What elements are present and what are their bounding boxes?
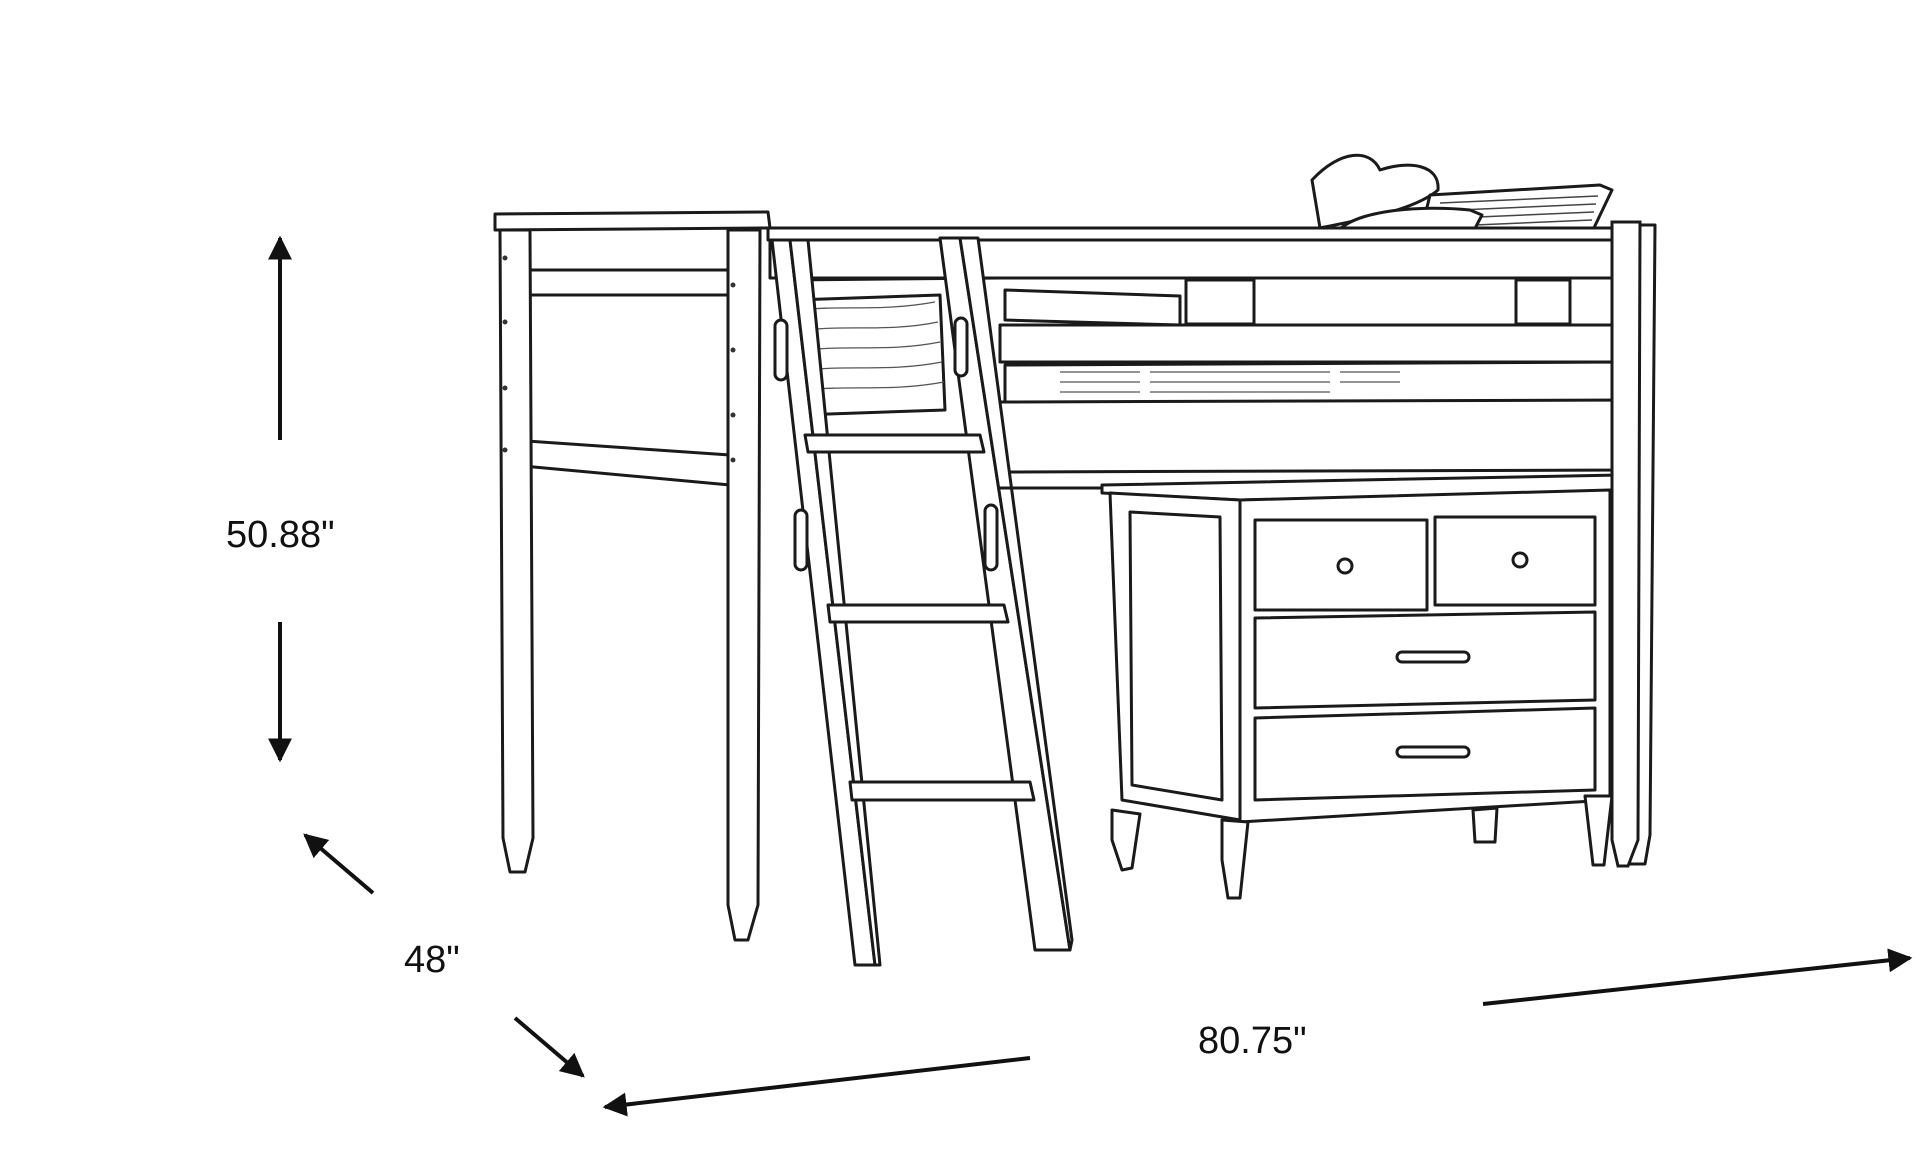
mattress-stripes <box>1060 371 1400 393</box>
ladder-rung <box>803 433 986 454</box>
drawer-pull-icon <box>1395 745 1471 759</box>
back-guard-rail-bottom <box>998 323 1630 364</box>
knob-icon <box>1336 557 1354 575</box>
left-rear-post <box>726 228 762 942</box>
depth-dimension-arrows <box>303 833 585 1078</box>
mattress <box>1003 360 1622 407</box>
ladder-handhold <box>953 316 969 378</box>
top-rail <box>766 226 1630 242</box>
dresser-leg <box>1110 808 1142 872</box>
rail-slot <box>1184 278 1256 326</box>
ladder-handhold <box>793 508 809 572</box>
back-guard-rail-top <box>768 234 1630 280</box>
depth-arrow-back <box>303 833 375 895</box>
ladder-rung <box>848 780 1036 802</box>
loft-bed <box>493 153 1657 967</box>
height-label: 50.88" <box>226 514 335 556</box>
drawer-pull-icon <box>1395 650 1471 664</box>
headboard-rail <box>511 438 731 457</box>
dresser <box>1100 473 1622 900</box>
width-arrow-right <box>1482 948 1913 1006</box>
left-front-post <box>498 228 535 874</box>
knob-icon <box>1511 551 1529 569</box>
dresser-leg <box>1583 794 1614 867</box>
bed-foot-post <box>1610 220 1642 868</box>
ladder-handhold <box>773 318 789 382</box>
rail-slot <box>1514 278 1572 326</box>
dresser-leg <box>1471 806 1499 844</box>
dresser-leg <box>1220 818 1250 900</box>
dresser-side-panel <box>1128 510 1224 802</box>
headboard-top-cap <box>493 210 772 232</box>
mattress-mid <box>1003 288 1182 327</box>
depth-arrow-front <box>513 1016 585 1078</box>
width-arrow-left <box>602 1056 1031 1117</box>
ladder <box>770 236 1074 967</box>
width-dimension-arrows <box>602 948 1913 1117</box>
depth-label: 48" <box>404 939 460 981</box>
width-label: 80.75" <box>1198 1020 1307 1062</box>
ladder-right-rail-front <box>958 236 1074 952</box>
post-dots <box>502 255 736 463</box>
bedding <box>1310 153 1614 240</box>
ladder-rung <box>826 603 1010 624</box>
front-side-rail <box>998 398 1630 474</box>
ladder-handhold <box>983 503 999 572</box>
